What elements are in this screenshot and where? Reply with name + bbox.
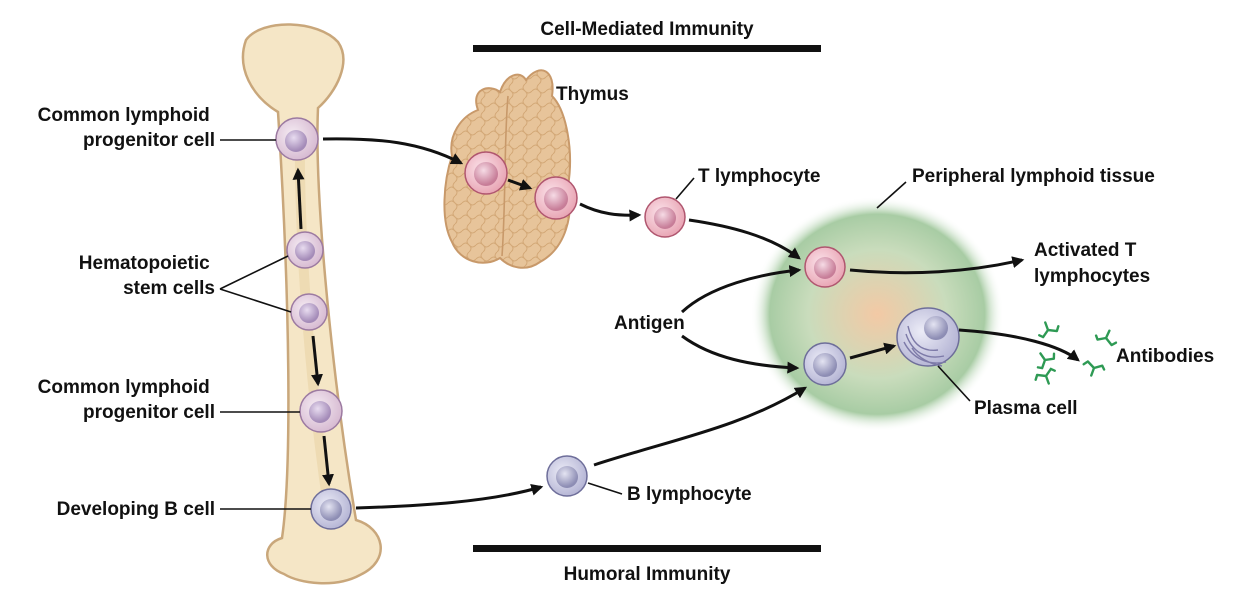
label-t-lymphocyte: T lymphocyte	[698, 166, 820, 187]
antibodies-icon	[1034, 321, 1118, 385]
label-common-lymphoid-bottom: Common lymphoid progenitor cell	[38, 377, 215, 423]
label-thymus: Thymus	[556, 84, 629, 105]
arrow-thymocyte-maturation	[507, 178, 533, 191]
arrow-progenitor-to-b-cell	[322, 435, 334, 487]
label-common-lymphoid-top: Common lymphoid progenitor cell	[38, 105, 215, 151]
arrow-progenitor-to-thymus	[322, 137, 464, 165]
developing-b-cell	[310, 488, 352, 530]
plasma-cell	[896, 307, 960, 367]
arrow-b-lymphocyte-to-tissue	[593, 386, 808, 467]
label-antigen: Antigen	[614, 313, 685, 334]
leader-peripheral-lymphoid-tissue	[876, 181, 907, 209]
hematopoietic-stem-cell-2	[290, 293, 328, 331]
arrow-antigen-to-b-cell	[681, 334, 800, 374]
thymocyte-1	[464, 151, 508, 195]
t-lymphocyte-cell	[644, 196, 686, 238]
hematopoietic-stem-cell-1	[286, 231, 324, 269]
label-hematopoietic-stem-cells: Hematopoietic stem cells	[79, 253, 215, 299]
leader-hematopoietic-stem-cells	[219, 255, 292, 313]
humoral-bar	[473, 545, 821, 552]
label-developing-b-cell: Developing B cell	[57, 499, 215, 520]
arrow-thymus-to-t-lymphocyte	[579, 202, 642, 222]
arrow-b-cell-to-plasma-cell	[849, 342, 897, 360]
arrow-antigen-to-t-cell	[680, 265, 802, 314]
tissue-b-cell	[803, 342, 847, 386]
humoral-heading: Humoral Immunity	[564, 564, 731, 585]
arrow-stem-to-progenitor-top	[292, 167, 305, 230]
common-lymphoid-progenitor-cell-top	[275, 117, 319, 161]
leader-t-lymphocyte	[675, 177, 695, 200]
cell-mediated-bar	[473, 45, 821, 52]
arrow-to-activated-t-lymphocytes	[849, 256, 1025, 275]
common-lymphoid-progenitor-cell-bottom	[299, 389, 343, 433]
label-activated-t-lymphocytes: Activated T lymphocytes	[1034, 240, 1150, 287]
thymocyte-2	[534, 176, 578, 220]
arrow-developing-b-to-b-lymphocyte	[355, 483, 544, 510]
leader-plasma-cell	[937, 365, 971, 402]
arrow-t-lymphocyte-to-tissue	[688, 218, 801, 260]
arrow-plasma-cell-to-antibodies	[958, 328, 1080, 362]
label-peripheral-lymphoid-tissue: Peripheral lymphoid tissue	[912, 166, 1155, 187]
label-plasma-cell: Plasma cell	[974, 398, 1078, 419]
arrow-stem-to-progenitor-bottom	[311, 335, 323, 387]
label-antibodies: Antibodies	[1116, 346, 1214, 367]
leader-b-lymphocyte	[587, 482, 623, 495]
activated-t-cell	[804, 246, 846, 288]
label-b-lymphocyte: B lymphocyte	[627, 484, 752, 505]
cell-mediated-heading: Cell-Mediated Immunity	[540, 19, 754, 40]
b-lymphocyte-cell	[546, 455, 588, 497]
